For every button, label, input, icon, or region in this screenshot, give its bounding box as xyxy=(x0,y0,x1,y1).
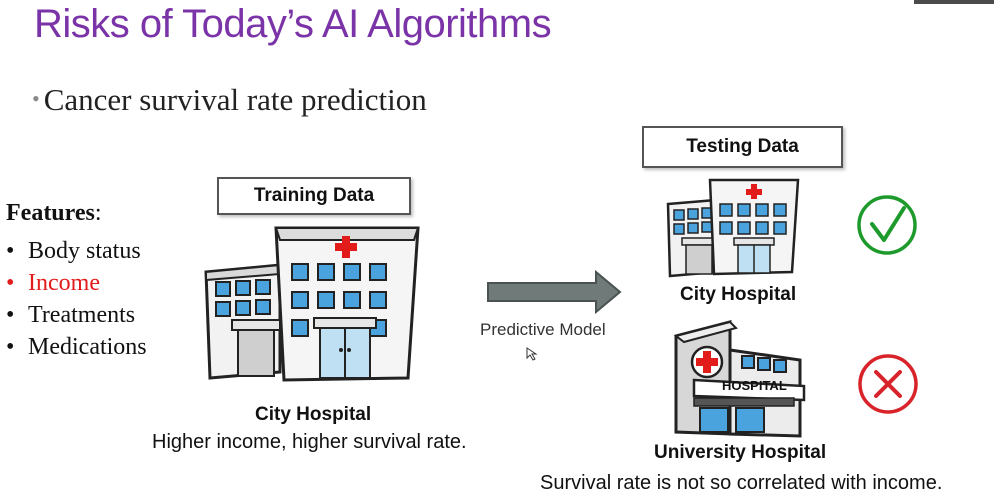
university-hospital-icon: HOSPITAL xyxy=(676,322,804,436)
city-hospital-small-icon xyxy=(668,180,798,276)
cross-icon xyxy=(860,356,916,412)
check-icon xyxy=(859,197,915,253)
testing-hospital2-name: University Hospital xyxy=(654,442,826,464)
hospital-sign-text: HOSPITAL xyxy=(722,378,787,393)
city-hospital-large-icon xyxy=(206,228,418,380)
predictive-model-label: Predictive Model xyxy=(480,320,606,340)
mouse-cursor-icon xyxy=(527,348,536,360)
testing-description: Survival rate is not so correlated with … xyxy=(540,472,942,495)
training-hospital-name: City Hospital xyxy=(255,404,371,426)
arrow-right-icon xyxy=(488,272,620,312)
testing-hospital1-name: City Hospital xyxy=(680,284,796,306)
training-description: Higher income, higher survival rate. xyxy=(152,431,467,454)
